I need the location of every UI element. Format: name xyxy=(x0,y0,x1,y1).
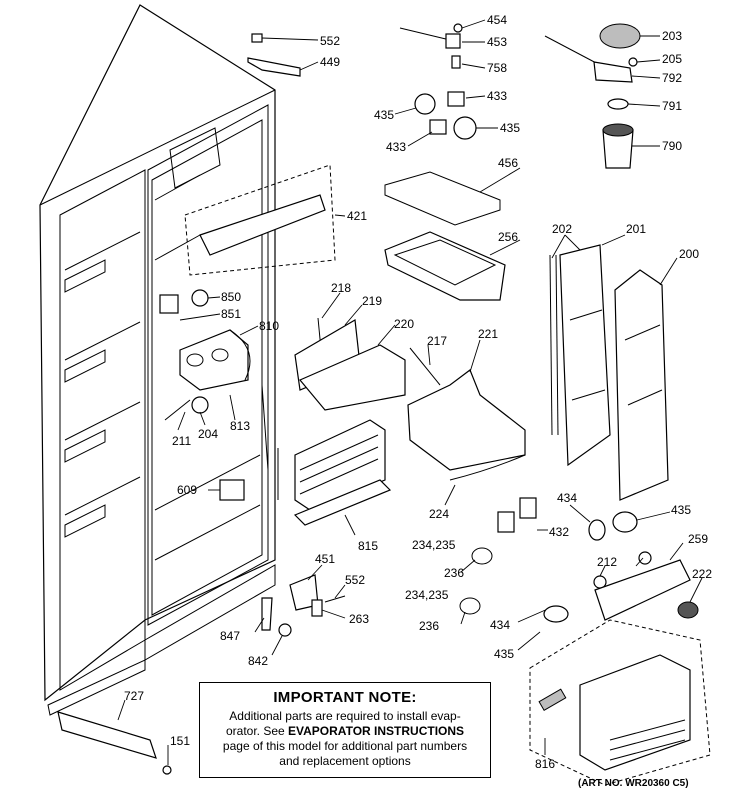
label-151: 151 xyxy=(170,734,190,748)
label-218: 218 xyxy=(331,281,351,295)
label-790: 790 xyxy=(662,139,682,153)
note-line: orator. See EVAPORATOR INSTRUCTIONS xyxy=(204,724,486,739)
label-435: 435 xyxy=(500,121,520,135)
label-609: 609 xyxy=(177,483,197,497)
label-222: 222 xyxy=(692,567,712,581)
note-line: Additional parts are required to install… xyxy=(229,709,461,723)
label-217: 217 xyxy=(427,334,447,348)
label-451: 451 xyxy=(315,552,335,566)
label-204: 204 xyxy=(198,427,218,441)
label-200: 200 xyxy=(679,247,699,261)
evaporator-fan-assembly xyxy=(159,289,259,391)
callout-labels: 552 449 454 453 758 435 433 433 435 203 … xyxy=(124,13,712,771)
freezer-shelf-kit xyxy=(184,164,346,276)
label-851: 851 xyxy=(221,307,241,321)
label-236: 236 xyxy=(444,566,464,580)
art-number: (ART NO. WR20360 C5) xyxy=(578,778,689,789)
label-433: 433 xyxy=(386,140,406,154)
label-727: 727 xyxy=(124,689,144,703)
label-810: 810 xyxy=(259,319,279,333)
note-emphasis: EVAPORATOR INSTRUCTIONS xyxy=(288,724,465,738)
label-434: 434 xyxy=(490,618,510,632)
door-liner-panels xyxy=(549,234,678,501)
label-212: 212 xyxy=(597,555,617,569)
label-259: 259 xyxy=(688,532,708,546)
top-hinge xyxy=(247,33,319,77)
label-203: 203 xyxy=(662,29,682,43)
label-234-235: 234,235 xyxy=(405,588,449,602)
note-title: IMPORTANT NOTE: xyxy=(273,689,417,706)
label-758: 758 xyxy=(487,61,507,75)
label-434: 434 xyxy=(557,491,577,505)
note-line: and replacement options xyxy=(279,754,411,768)
label-219: 219 xyxy=(362,294,382,308)
kickplate xyxy=(57,699,172,775)
label-224: 224 xyxy=(429,507,449,521)
label-201: 201 xyxy=(626,222,646,236)
label-454: 454 xyxy=(487,13,507,27)
label-220: 220 xyxy=(394,317,414,331)
label-211: 211 xyxy=(172,434,191,448)
label-842: 842 xyxy=(248,654,268,668)
refrigerator-cabinet xyxy=(39,4,276,716)
label-552: 552 xyxy=(320,34,340,48)
label-256: 256 xyxy=(498,230,518,244)
label-449: 449 xyxy=(320,55,340,69)
note-body: Additional parts are required to install… xyxy=(200,709,490,769)
cabinet-hardware xyxy=(164,384,269,501)
fresh-food-small-parts xyxy=(444,484,671,541)
label-815: 815 xyxy=(358,539,378,553)
label-435: 435 xyxy=(374,108,394,122)
label-456: 456 xyxy=(498,156,518,170)
light-socket-assembly xyxy=(394,19,498,147)
note-line-text: orator. See xyxy=(225,724,289,738)
lower-hinge-parts xyxy=(254,547,551,656)
label-850: 850 xyxy=(221,290,241,304)
label-435: 435 xyxy=(671,503,691,517)
label-202: 202 xyxy=(552,222,572,236)
shelf-frame-and-cover xyxy=(384,167,521,301)
label-433: 433 xyxy=(487,89,507,103)
label-221: 221 xyxy=(478,327,498,341)
label-816: 816 xyxy=(535,757,555,771)
fan-cover-assembly xyxy=(529,542,711,786)
important-note-box: IMPORTANT NOTE: Additional parts are req… xyxy=(199,682,491,778)
label-432: 432 xyxy=(549,525,569,539)
label-552: 552 xyxy=(345,573,365,587)
label-234-235: 234,235 xyxy=(412,538,456,552)
label-791: 791 xyxy=(662,99,682,113)
ice-pan-assembly xyxy=(294,292,526,481)
dispenser-assembly xyxy=(544,23,661,169)
label-263: 263 xyxy=(349,612,369,626)
note-line: page of this model for additional part n… xyxy=(222,739,468,753)
evaporator-assembly xyxy=(267,419,392,536)
label-421: 421 xyxy=(347,209,367,223)
label-205: 205 xyxy=(662,52,682,66)
label-435: 435 xyxy=(494,647,514,661)
label-792: 792 xyxy=(662,71,682,85)
label-847: 847 xyxy=(220,629,240,643)
label-813: 813 xyxy=(230,419,250,433)
label-453: 453 xyxy=(487,35,507,49)
label-236: 236 xyxy=(419,619,439,633)
